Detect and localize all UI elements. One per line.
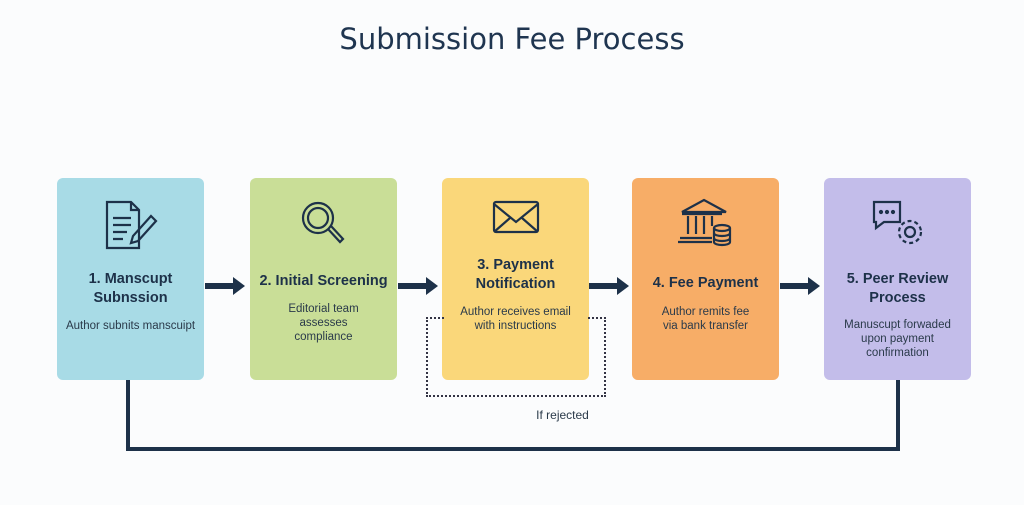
step-description: Manuscupt forwaded upon payment confirma…: [844, 319, 951, 359]
bank-coins-icon: [632, 198, 779, 252]
document-pen-icon: [57, 198, 204, 252]
step-title: 4. Fee Payment: [652, 275, 759, 291]
step-2-box: 2. Initial Screening Editorial team asse…: [250, 178, 397, 380]
page-title: Submission Fee Process: [339, 22, 685, 56]
step-title: 1. Manscupt Subnssion: [88, 271, 173, 306]
arrow-right-icon: [589, 277, 629, 295]
step-3-box: 3. Payment Notification Author receives …: [442, 178, 589, 380]
magnifier-icon: [250, 198, 397, 252]
envelope-icon: [442, 198, 589, 252]
step-title: 5. Peer Review Process: [846, 271, 949, 306]
chat-gear-icon: [824, 198, 971, 252]
step-description: Author receives email with instructions: [460, 306, 571, 332]
loop-connector-right: [896, 380, 900, 451]
rejection-loop: [426, 317, 606, 397]
loop-connector-bottom: [126, 447, 900, 451]
arrow-right-icon: [205, 277, 245, 295]
arrow-right-icon: [780, 277, 820, 295]
step-title: 2. Initial Screening: [259, 273, 388, 289]
step-4-box: 4. Fee Payment Author remits fee via ban…: [632, 178, 779, 380]
arrow-right-icon: [398, 277, 438, 295]
step-1-box: 1. Manscupt Subnssion Author subnits man…: [57, 178, 204, 380]
step-description: Editorial team assesses compliance: [288, 303, 359, 343]
step-description: Author subnits manscuipt: [65, 320, 196, 332]
loop-connector-left: [126, 380, 130, 451]
step-description: Author remits fee via bank transfer: [661, 306, 750, 332]
step-title: 3. Payment Notification: [475, 257, 556, 292]
rejected-label: If rejected: [536, 408, 589, 422]
step-5-box: 5. Peer Review Process Manuscupt forwade…: [824, 178, 971, 380]
